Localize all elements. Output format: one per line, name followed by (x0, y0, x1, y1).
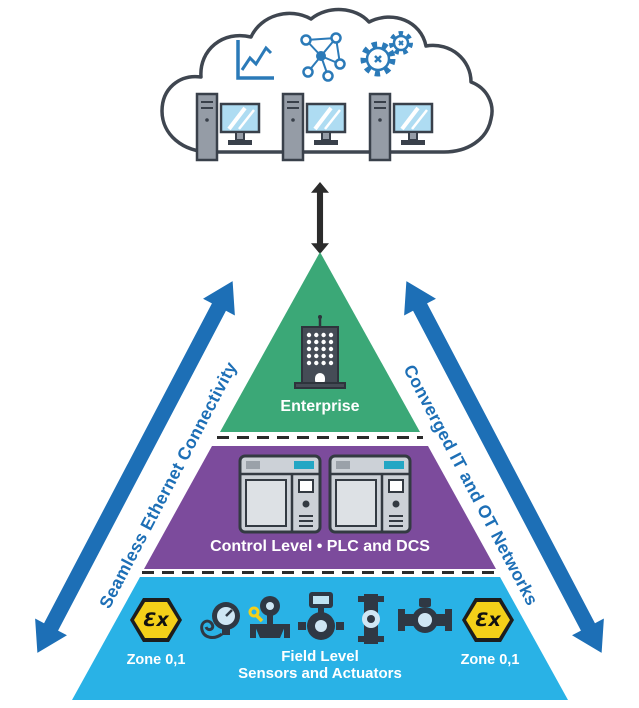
enterprise-building-icon (294, 315, 346, 389)
control-valve-icon (298, 592, 344, 640)
field-level-labels: Field Level Sensors and Actuators (230, 648, 410, 682)
cloud (148, 6, 494, 178)
zone-left-label: Zone 0,1 (126, 652, 186, 668)
flow-meter-icon (398, 598, 452, 633)
field-level-subtitle: Sensors and Actuators (238, 665, 402, 682)
workstation-icon (368, 92, 434, 162)
zone-right-label: Zone 0,1 (460, 652, 520, 668)
plc-controller-icon (328, 454, 412, 534)
inline-transmitter-icon (358, 594, 384, 644)
level-separator-dashed (217, 436, 423, 439)
control-level: Control Level • PLC and DCS (144, 446, 496, 569)
level-separator-dashed (142, 571, 498, 574)
workstation-icon (281, 92, 347, 162)
field-level-title: Field Level (281, 648, 359, 665)
field-level: Ɛx Ɛx (72, 577, 568, 700)
pressure-sensor-icon (200, 602, 240, 639)
enterprise-label: Enterprise (280, 398, 360, 415)
line-chart-icon (236, 40, 274, 80)
gears-icon (360, 31, 413, 77)
valve-actuator-icon (248, 596, 290, 638)
ex-badge-text: Ɛx (466, 602, 510, 638)
ex-hazard-badge-right: Ɛx (462, 598, 514, 642)
workstation-icon (195, 92, 261, 162)
control-level-label: Control Level • PLC and DCS (210, 538, 430, 555)
network-graph-icon (300, 32, 346, 82)
ex-hazard-badge-left: Ɛx (130, 598, 182, 642)
plc-controller-icon (238, 454, 322, 534)
cloud-link-double-arrow-icon (311, 182, 329, 254)
ex-badge-text: Ɛx (134, 602, 178, 638)
